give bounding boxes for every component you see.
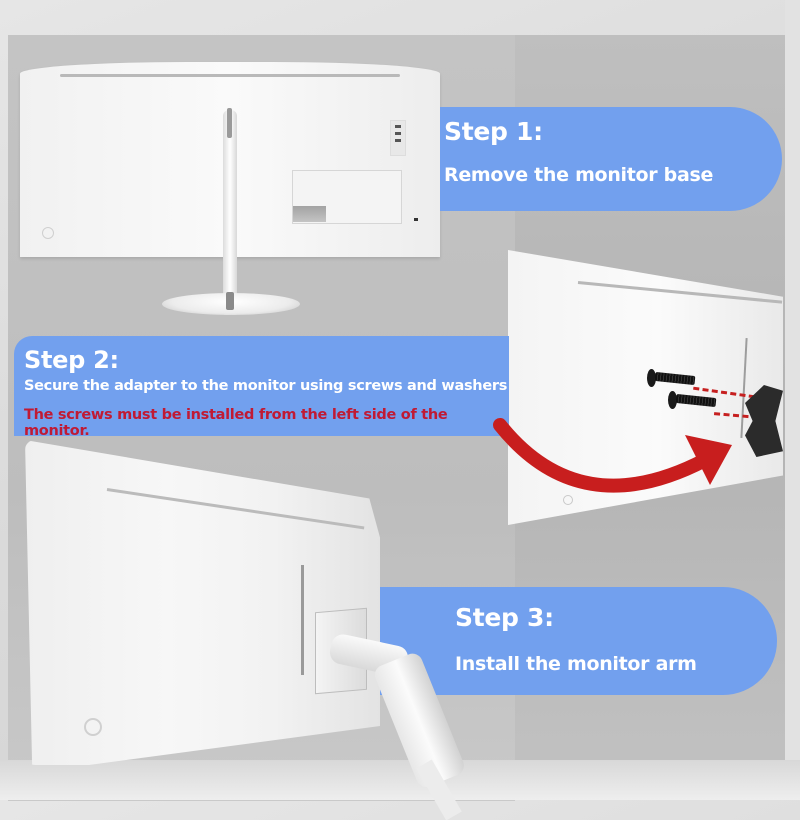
step-1-description: Remove the monitor base: [444, 164, 714, 186]
vent-slot: [60, 74, 400, 77]
lock-slot: [414, 218, 418, 221]
io-ports: [390, 120, 406, 156]
step-1-banner: Step 1: Remove the monitor base: [440, 107, 782, 211]
screw-head-icon: [647, 369, 656, 387]
product-label: [293, 206, 326, 222]
power-button-icon: [42, 227, 54, 239]
power-button-icon: [84, 718, 102, 736]
floor: [0, 760, 800, 800]
step-3-description: Install the monitor arm: [455, 653, 697, 675]
panel-seam: [301, 565, 304, 675]
step-2-description: Secure the adapter to the monitor using …: [24, 378, 508, 394]
step-2-banner: Step 2: Secure the adapter to the monito…: [14, 336, 509, 439]
step-1-title: Step 1:: [444, 117, 543, 146]
stand-cable-slot: [226, 292, 234, 310]
background-edge: [785, 0, 800, 800]
curved-arrow-icon: [493, 418, 732, 493]
stand-top-connector: [227, 108, 232, 138]
power-button-icon: [563, 495, 573, 505]
step-2-title: Step 2:: [24, 346, 119, 374]
step-3-banner: Step 3: Install the monitor arm: [380, 587, 777, 695]
monitor-on-arm: [25, 440, 380, 765]
vent-slot: [106, 488, 365, 530]
screw-head-icon: [668, 391, 677, 409]
step-2-warning: The screws must be installed from the le…: [24, 407, 448, 439]
rear-cover-panel: [292, 170, 402, 224]
step-3-title: Step 3:: [455, 603, 554, 632]
monitor-stand-pole: [223, 110, 237, 315]
